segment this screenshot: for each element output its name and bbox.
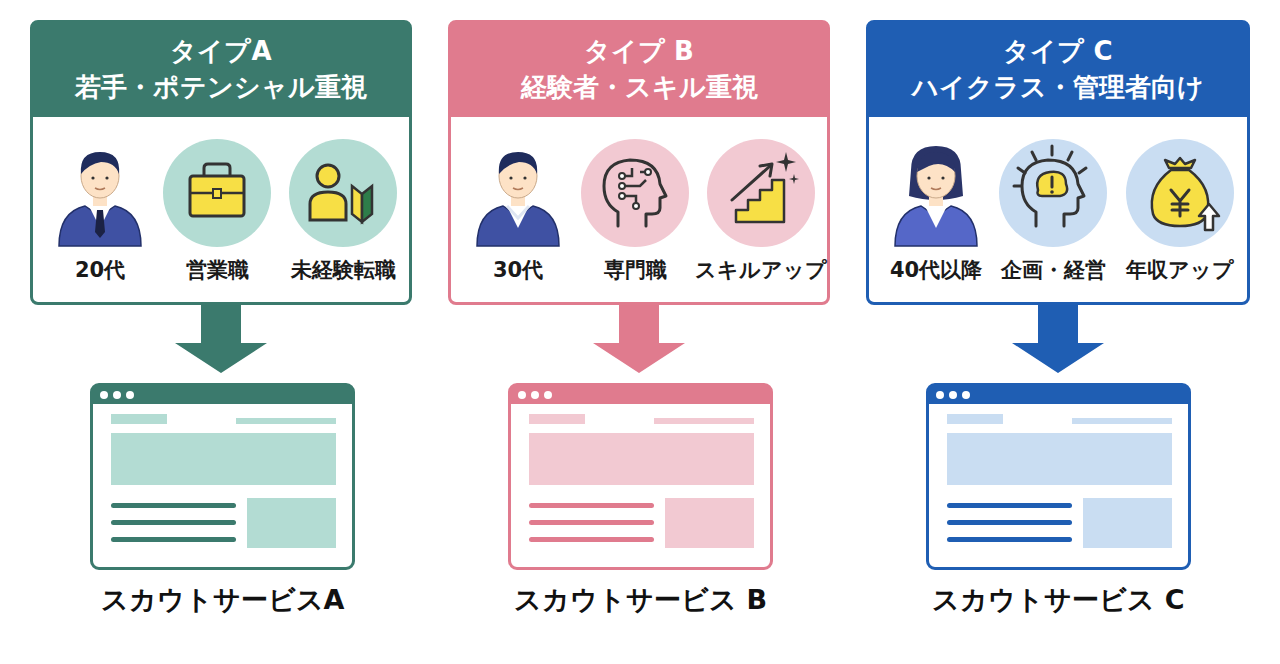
browser-window: スカウトサービスA [90,383,355,570]
attribute-item: 20代 [32,138,168,284]
service-name: スカウトサービス C [849,583,1268,617]
type-card: タイプ B経験者・スキル重視 30代専門職スキルアップ [448,20,830,305]
icon-circle [288,138,398,248]
attribute-label: 営業職 [149,256,285,284]
attribute-label: 未経験転職 [275,256,411,284]
attribute-item: 年収アップ [1112,138,1248,284]
icon-circle [998,138,1108,248]
attribute-label: スキルアップ [693,256,829,284]
attribute-item: 40代以降 [868,138,1004,284]
card-header: タイプ B経験者・スキル重視 [451,23,827,117]
attribute-label: 企画・経営 [985,256,1121,284]
browser-window: スカウトサービス C [926,383,1191,570]
person-icon [463,138,573,248]
attribute-label: 20代 [32,256,168,284]
attribute-item: 未経験転職 [275,138,411,284]
attribute-label: 専門職 [567,256,703,284]
icon-circle [706,138,816,248]
attribute-label: 40代以降 [868,256,1004,284]
type-card: タイプA若手・ポテンシャル重視 20代営業職未経験転職 [30,20,412,305]
type-title: タイプA [39,33,403,69]
service-name: スカウトサービス B [431,583,850,617]
attribute-item: 営業職 [149,138,285,284]
attribute-item: スキルアップ [693,138,829,284]
attribute-label: 年収アップ [1112,256,1248,284]
type-card: タイプ Cハイクラス・管理者向け 40代以降企画・経営年収アップ [866,20,1250,305]
block-arrow [1012,305,1104,373]
attribute-item: 30代 [450,138,586,284]
type-subtitle: 経験者・スキル重視 [457,69,821,105]
block-arrow [593,305,685,373]
browser-illustration [93,386,352,567]
service-name: スカウトサービスA [13,583,432,617]
attribute-item: 企画・経営 [985,138,1121,284]
card-header: タイプ Cハイクラス・管理者向け [869,23,1247,117]
browser-illustration [511,386,770,567]
attribute-label: 30代 [450,256,586,284]
attribute-item: 専門職 [567,138,703,284]
type-subtitle: 若手・ポテンシャル重視 [39,69,403,105]
card-header: タイプA若手・ポテンシャル重視 [33,23,409,117]
browser-window: スカウトサービス B [508,383,773,570]
icon-circle [162,138,272,248]
person-icon [45,138,155,248]
type-title: タイプ C [875,33,1241,69]
person-icon [881,138,991,248]
type-title: タイプ B [457,33,821,69]
icon-circle [580,138,690,248]
browser-illustration [929,386,1188,567]
block-arrow [175,305,267,373]
icon-circle [1125,138,1235,248]
type-subtitle: ハイクラス・管理者向け [875,69,1241,105]
